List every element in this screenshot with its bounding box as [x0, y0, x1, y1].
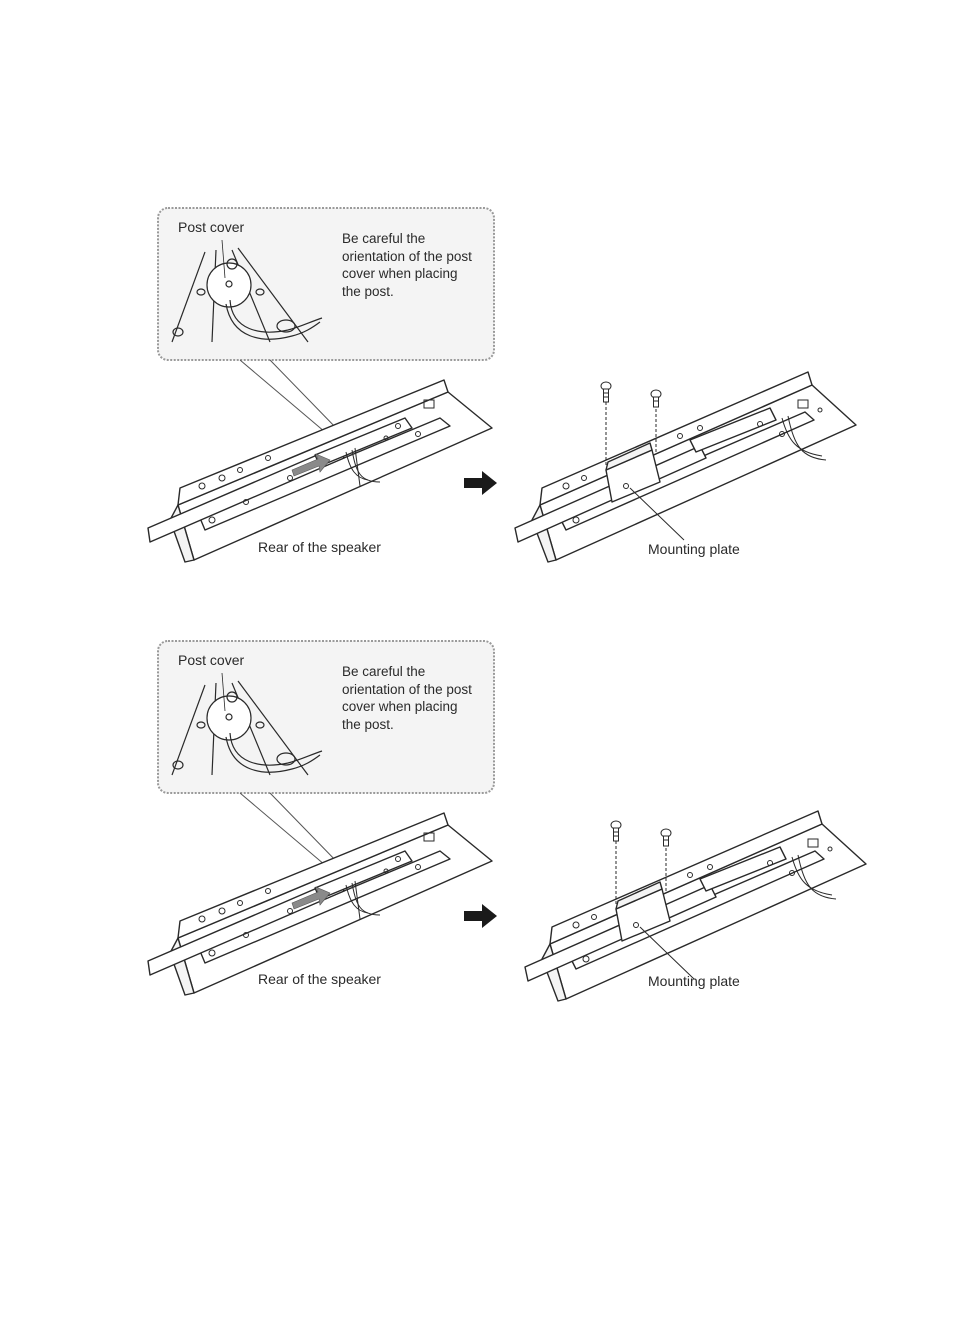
speaker-rear-view: [148, 380, 492, 562]
speaker-rear-view: [148, 813, 492, 995]
callout-note: Be careful the orientation of the post c…: [342, 230, 472, 300]
right-caption: Mounting plate: [648, 541, 740, 558]
left-caption: Rear of the speaker: [258, 539, 381, 556]
left-caption: Rear of the speaker: [258, 971, 381, 988]
step-1-illustration: [148, 208, 856, 562]
right-caption: Mounting plate: [648, 973, 740, 990]
right-arrow-icon: [464, 904, 497, 928]
callout-title: Post cover: [178, 652, 244, 669]
mounting-plate-view: [515, 372, 856, 562]
callout-title: Post cover: [178, 219, 244, 236]
callout-note: Be careful the orientation of the post c…: [342, 663, 472, 733]
right-arrow-icon: [464, 471, 497, 495]
step-2-illustration: [148, 641, 866, 1001]
